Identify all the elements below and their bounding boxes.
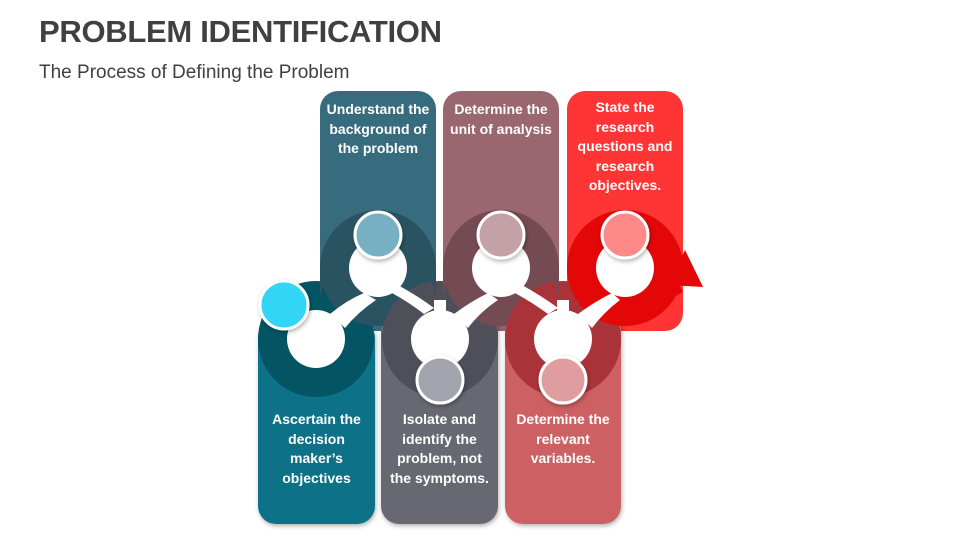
step-5-line: Determine the bbox=[516, 411, 610, 427]
arrow-head-icon bbox=[668, 250, 703, 287]
step-3-line: the symptoms. bbox=[390, 469, 489, 486]
step-1-dot bbox=[258, 279, 310, 331]
step-1-line: Ascertain the bbox=[272, 411, 361, 427]
slide-title: PROBLEM IDENTIFICATION bbox=[39, 14, 442, 49]
step-6-line: State the bbox=[595, 99, 655, 115]
step-1-line: decision bbox=[288, 430, 345, 447]
step-6-label: State the research questions and researc… bbox=[567, 98, 683, 196]
step-4-label: Determine the unit of analysis bbox=[443, 100, 559, 139]
step-2-line: Understand the bbox=[326, 101, 430, 117]
step-3-label: Isolate and identify the problem, not th… bbox=[381, 410, 498, 488]
slide-subtitle: The Process of Defining the Problem bbox=[39, 62, 350, 83]
step-1-line: maker’s bbox=[290, 450, 343, 466]
step-1-line: objectives bbox=[282, 469, 351, 486]
step-2-line: the problem bbox=[337, 140, 419, 156]
step-4-line: Determine the bbox=[454, 101, 548, 117]
step-6-line: questions and bbox=[577, 138, 673, 154]
step-5-line: variables. bbox=[530, 450, 596, 466]
step-6-line: objectives. bbox=[588, 177, 662, 193]
step-2-dot bbox=[353, 210, 403, 260]
step-5-line: relevant bbox=[536, 430, 590, 447]
step-5-label: Determine the relevant variables. bbox=[505, 410, 621, 469]
step-4-line: unit of analysis bbox=[450, 120, 552, 137]
step-5-dot bbox=[538, 355, 588, 405]
step-1-label: Ascertain the decision maker’s objective… bbox=[258, 410, 375, 488]
step-3-line: identify the bbox=[402, 430, 477, 447]
step-3-line: problem, not bbox=[397, 450, 482, 466]
step-3-dot bbox=[415, 355, 465, 405]
step-2-line: background of bbox=[329, 120, 427, 137]
step-2-label: Understand the background of the problem bbox=[320, 100, 436, 159]
step-3-line: Isolate and bbox=[402, 411, 477, 427]
step-4-dot bbox=[476, 210, 526, 260]
step-6-line: research bbox=[595, 118, 655, 135]
step-6-line: research bbox=[595, 157, 655, 174]
step-6-dot bbox=[600, 210, 650, 260]
